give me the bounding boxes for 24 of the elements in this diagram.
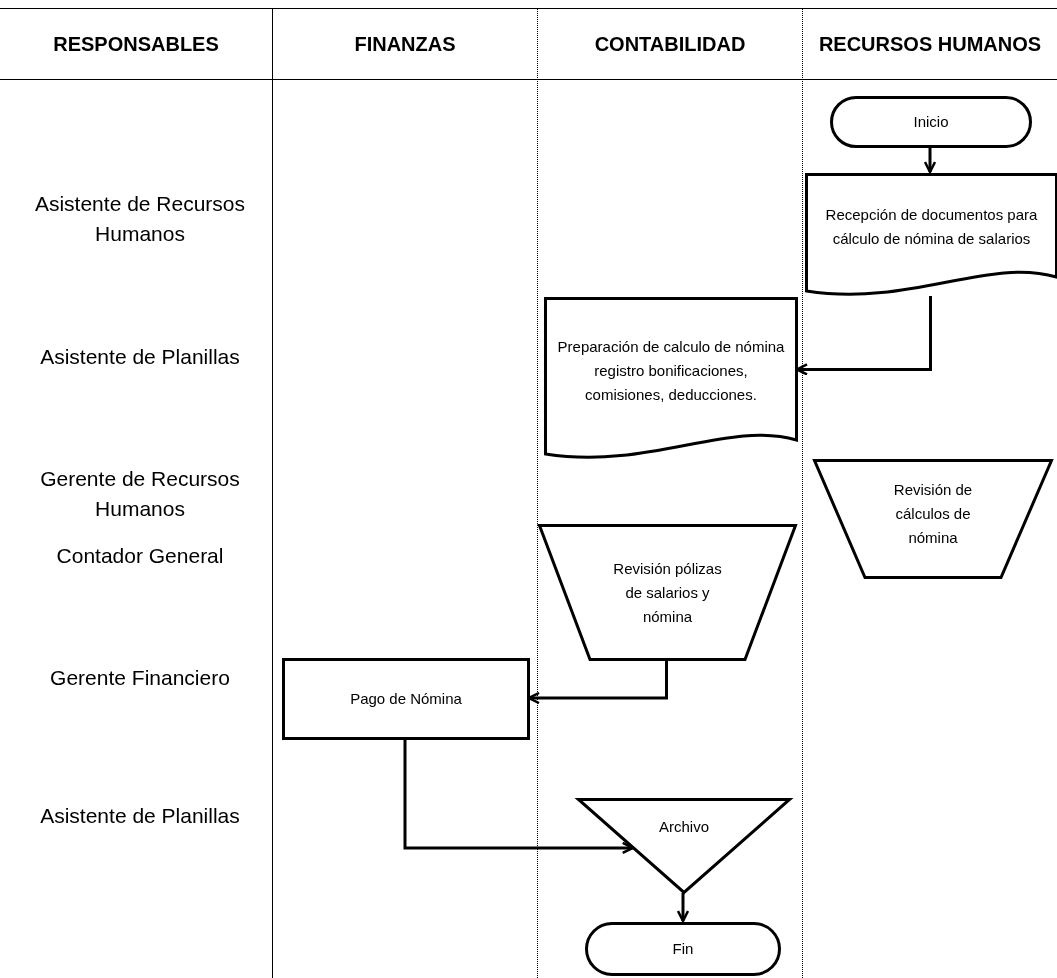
manual-operation-shape: Revisión de cálculos de nómina: [813, 459, 1053, 579]
lane-header: RESPONSABLES: [52, 31, 220, 57]
terminal-shape: Fin: [585, 922, 781, 976]
swimlane: [272, 8, 537, 978]
arrow: [795, 296, 932, 376]
role-label: Gerente de Recursos Humanos: [39, 466, 241, 522]
role-label: Contador General: [55, 543, 225, 569]
storage-triangle: Archivo: [577, 798, 791, 894]
role-label: Asistente de Planillas: [39, 344, 241, 370]
role-label: Asistente de Recursos Humanos: [33, 191, 247, 247]
arrow: [923, 147, 937, 174]
terminal-shape: Inicio: [830, 96, 1032, 148]
manual-operation-shape: Revisión pólizas de salarios y nómina: [538, 524, 797, 661]
swimlane: [802, 8, 1057, 978]
arrow: [676, 893, 690, 923]
arrow: [403, 739, 634, 855]
swimlane: [537, 8, 802, 978]
arrow: [527, 660, 668, 705]
lane-header: RECURSOS HUMANOS: [817, 31, 1043, 57]
role-label: Asistente de Planillas: [39, 803, 241, 829]
lane-header: FINANZAS: [353, 31, 457, 57]
lane-header: CONTABILIDAD: [593, 31, 747, 57]
process-box: Pago de Nómina: [282, 658, 530, 740]
role-label: Gerente Financiero: [49, 665, 231, 691]
